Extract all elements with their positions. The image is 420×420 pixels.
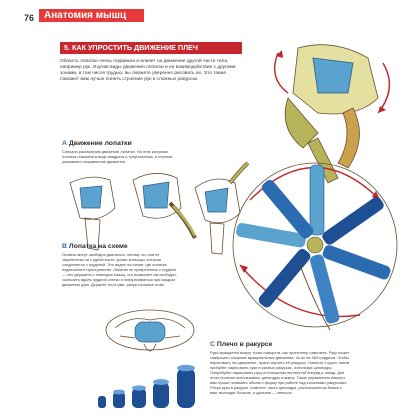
intro-paragraph: Область лопатки очень подвижна и влияет … <box>60 59 236 83</box>
caption-c-letter: C <box>210 341 215 348</box>
section-title: 5. КАК УПРОСТИТЬ ДВИЖЕНИЕ ПЛЕЧ <box>60 42 242 54</box>
caption-b-title: Лопатка на схеме <box>68 243 128 250</box>
foreshortening-cylinders <box>98 364 195 408</box>
caption-c-text: Рука вращается вокруг точки поворота, ка… <box>210 350 350 395</box>
caption-b-letter: B <box>62 243 67 250</box>
caption-a-letter: A <box>62 140 67 147</box>
caption-a-title: Движение лопатки <box>68 140 132 147</box>
page-number: 76 <box>24 13 35 23</box>
shoulder-top-view-sketch <box>105 309 195 352</box>
scapula-movement-sketches <box>69 161 250 255</box>
caption-c-title: Плечо в ракурсе <box>216 341 273 348</box>
chapter-title: Анатомия мышц <box>39 9 144 22</box>
arm-rotation-diagram <box>232 162 398 331</box>
caption-a-text: Сначала рассмотрим движения лопатки. На … <box>62 149 173 164</box>
caption-b-text: Лопатки могут свободно двигаться, потому… <box>62 252 177 287</box>
